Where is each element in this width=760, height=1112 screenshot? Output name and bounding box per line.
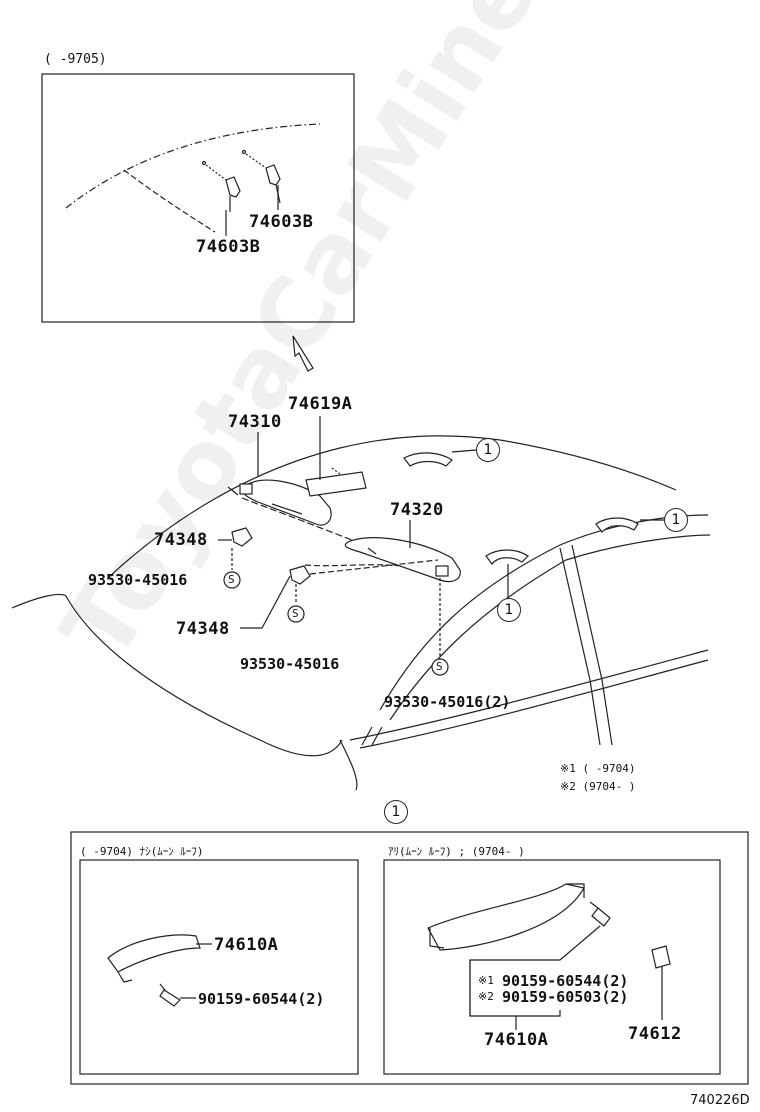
label-74603B-left: 74603B: [196, 237, 261, 257]
belt-line: [349, 649, 709, 741]
callout-1-detail: 1: [384, 800, 408, 824]
sun-visor-right: [344, 537, 461, 583]
screw-right-detail: [591, 907, 611, 927]
label-74619A: 74619A: [288, 394, 353, 414]
screw-left-detail: [159, 989, 181, 1007]
detail-right-clip: 74612: [628, 1024, 682, 1044]
detail-left-frame: [79, 859, 359, 1075]
label-74320: 74320: [390, 500, 444, 520]
detail-right-part: 74610A: [484, 1030, 549, 1050]
screw-symbol-a: [223, 571, 241, 589]
label-93530-c: 93530-45016(2): [384, 693, 511, 711]
inset-roof-line: [65, 123, 321, 209]
screw-s-b: S: [292, 607, 299, 620]
label-93530-a: 93530-45016: [88, 571, 188, 589]
b-pillar-right: [571, 544, 613, 746]
screw-s-c: S: [436, 660, 443, 673]
callout-1-b: 1: [664, 508, 688, 532]
detail-left-part: 74610A: [214, 935, 279, 955]
label-74348-a: 74348: [154, 530, 208, 550]
detail-mark-2: ※2: [478, 990, 494, 1003]
note-2: ※2 (9704- ): [560, 780, 636, 793]
view-arrow: [292, 335, 314, 372]
detail-right-screw-1: 90159-60544(2): [502, 972, 629, 990]
callout-1-a: 1: [476, 438, 500, 462]
screw-symbol-b: [287, 605, 305, 623]
detail-right-screw-2: 90159-60503(2): [502, 988, 629, 1006]
note-1: ※1 ( -9704): [560, 762, 636, 775]
clip-74612: [651, 945, 671, 969]
detail-right-header: ｱﾘ(ﾑｰﾝ ﾙｰﾌ) ; (9704- ): [388, 845, 525, 858]
window-top: [379, 514, 709, 711]
visor-holder-a: [231, 527, 253, 547]
body-outline: [11, 593, 343, 757]
assist-grip-3: [485, 549, 529, 565]
grip-right-detail: [427, 883, 585, 951]
diagram-code: 740226D: [690, 1093, 750, 1108]
label-74603B-right: 74603B: [249, 212, 314, 232]
detail-right-frame: [383, 859, 721, 1075]
visor-holder-b: [289, 565, 311, 585]
header-dash-line: [241, 497, 441, 577]
screw-s-a: S: [228, 573, 235, 586]
b-pillar-left: [559, 547, 601, 746]
detail-left-screw: 90159-60544(2): [198, 990, 325, 1008]
grip-left-detail: [107, 934, 201, 973]
roof-outline: [107, 435, 677, 579]
assist-grip-2: [595, 517, 639, 533]
label-74310: 74310: [228, 412, 282, 432]
screw-symbol-c: [431, 658, 449, 676]
visor-holder: [305, 471, 367, 497]
clip-icon-left: [201, 160, 241, 212]
label-93530-b: 93530-45016: [240, 655, 340, 673]
detail-mark-1: ※1: [478, 974, 494, 987]
detail-outer-frame: [70, 831, 749, 1085]
inset-frame: [41, 73, 355, 323]
clip-icon-right: [241, 149, 281, 204]
inset-range-label: ( -9705): [44, 52, 107, 67]
label-74348-b: 74348: [176, 619, 230, 639]
detail-left-header: ( -9704) ﾅｼ(ﾑｰﾝ ﾙｰﾌ): [80, 845, 204, 858]
assist-grip-1: [403, 452, 453, 467]
callout-1-c: 1: [497, 598, 521, 622]
